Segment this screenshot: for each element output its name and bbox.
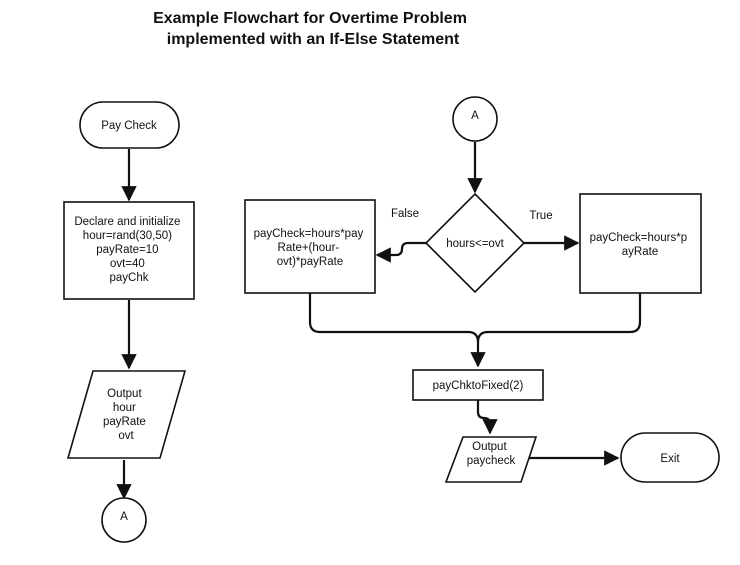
connector-a-out: A [101, 497, 147, 543]
false-process-box: payCheck=hours*pay Rate+(hour- ovt)*payR… [244, 199, 376, 294]
declare-label: Declare and initialize hour=rand(30,50) … [74, 216, 183, 284]
edge-true-box-merge [476, 293, 642, 343]
true-branch-label: True [529, 210, 552, 222]
exit-label: Exit [660, 453, 680, 465]
output-paycheck-label: Output paycheck [467, 441, 516, 467]
decision-label: hours<=ovt [446, 238, 504, 250]
start-terminal-pay-check: Pay Check [79, 101, 180, 149]
edge-tofixed-to-output [476, 400, 498, 435]
pay-check-label: Pay Check [101, 120, 157, 132]
tofixed-process-box: payChktoFixed(2) [412, 369, 544, 401]
diagram-title-line1: Example Flowchart for Overtime Problem [153, 10, 467, 27]
connector-a-in-label: A [471, 110, 479, 122]
output-variables-label: Output hour payRate ovt [103, 388, 149, 442]
edge-false-box-merge [308, 293, 486, 368]
decision-diamond: hours<=ovt [424, 192, 526, 294]
exit-terminal: Exit [620, 432, 720, 483]
true-box-label: payCheck=hours*p ayRate [590, 232, 691, 258]
connector-a-in: A [452, 96, 498, 142]
output-variables-parallelogram: Output hour payRate ovt [66, 370, 187, 459]
declare-process-box: Declare and initialize hour=rand(30,50) … [63, 201, 195, 300]
diagram-title-line2: implemented with an If-Else Statement [167, 31, 460, 48]
output-paycheck-parallelogram: Output paycheck [444, 436, 538, 483]
true-process-box: payCheck=hours*p ayRate [579, 193, 702, 294]
false-box-label: payCheck=hours*pay Rate+(hour- ovt)*payR… [254, 228, 367, 268]
false-branch-label: False [391, 208, 419, 220]
edge-decision-false [375, 241, 428, 263]
tofixed-label: payChktoFixed(2) [433, 380, 524, 392]
connector-a-out-label: A [120, 511, 128, 523]
